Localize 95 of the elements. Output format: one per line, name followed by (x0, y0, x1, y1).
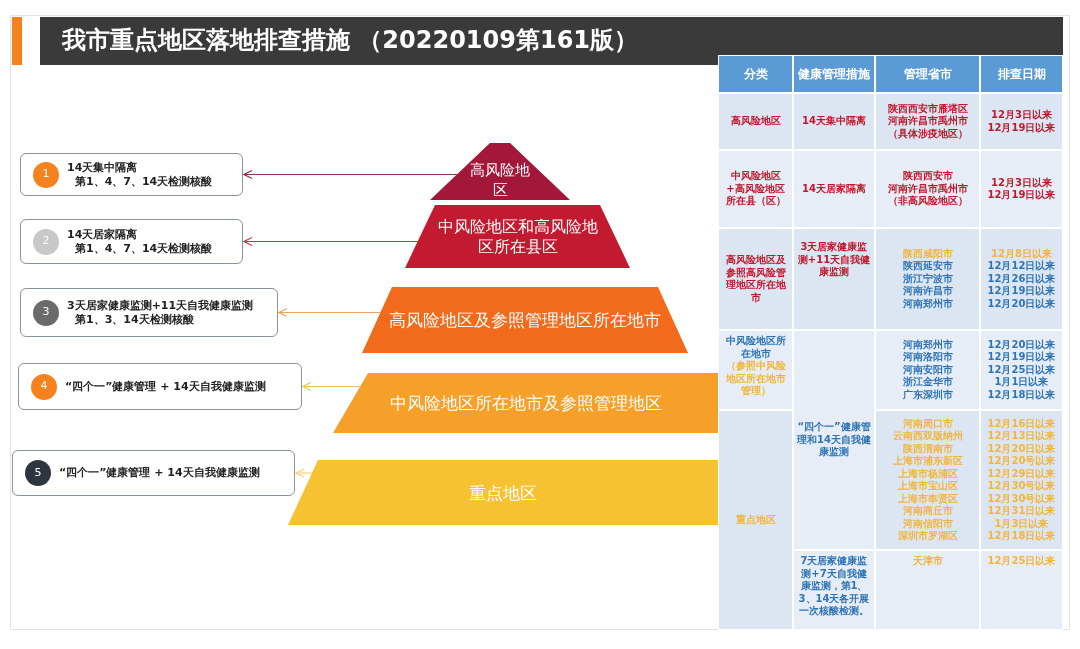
cell-text: 高风险地区及参照高风险管理地区所在地市 (724, 254, 787, 304)
cell-text: 12月19日以来 (987, 121, 1056, 134)
arrow (302, 381, 361, 392)
level-label: 高风险地区 (470, 159, 530, 200)
number-badge: 3 (33, 299, 59, 326)
cell-text: 河南郑州市 (902, 297, 953, 311)
cell-text: 12月20日以来 (987, 442, 1056, 455)
measure-text: 第1、4、7、14天检测核酸 (74, 241, 213, 256)
cell-text: 1月3日以来 (994, 517, 1049, 530)
cell-text: 12月20号以来 (987, 455, 1056, 468)
cell-text: 12月18日以来 (987, 530, 1056, 543)
cell-text: 12月8日以来 (991, 247, 1052, 260)
cell-text: 陕西西安市雁塔区 (887, 102, 968, 115)
cell-text: 12月16日以来 (987, 417, 1056, 430)
cell-text: 1月1日以来 (994, 376, 1049, 389)
cell-text: 河南许昌市禹州市 (887, 115, 968, 128)
measure-text: 第1、4、7、14天检测核酸 (74, 174, 213, 189)
measure-box (20, 288, 278, 337)
cell-text: 12月25日以来 (987, 363, 1056, 376)
measure-box (18, 363, 302, 410)
cell-text: 14天居家隔离 (802, 182, 866, 196)
cell-text: （参照中风险地区所在地市管理） (724, 360, 787, 398)
arrow (278, 307, 381, 318)
level-label: 高风险地区及参照管理地区所在地市 (389, 310, 661, 330)
cell-text: 12月19日以来 (987, 285, 1056, 298)
cell-text: 河南许昌市 (902, 285, 953, 298)
cell-text: 12月19日以来 (987, 189, 1056, 202)
number-badge: 5 (25, 460, 51, 486)
cell-text: 12月12日以来 (987, 260, 1056, 273)
level-label: 中风险地区和高风险地区所在县区 (436, 216, 599, 257)
cell-text: 云南西双版纳州 (892, 430, 963, 443)
header-text: 分类 (743, 66, 768, 82)
cell-text: 陕西渭南市 (902, 442, 953, 455)
cell-text: （非高风险地区） (887, 195, 968, 208)
number-badge: 4 (31, 373, 57, 400)
measure-text: “四个一”健康管理 + 14天自我健康监测 (59, 466, 260, 480)
cell-text: 12月3日以来 (991, 176, 1052, 189)
cell-text: 河南洛阳市 (902, 351, 953, 364)
cell-text: 上海市浦东新区 (892, 455, 963, 468)
cell-text: 12月13日以来 (987, 430, 1056, 443)
cell-text: 陕西延安市 (902, 260, 953, 273)
cell-text: 深圳市罗湖区 (897, 530, 958, 543)
measure-box (20, 219, 243, 264)
header-text: 管理省市 (903, 66, 952, 82)
measure-box (20, 153, 243, 196)
cell-text: “四个一”健康管理和14天自我健康监测 (797, 421, 871, 459)
header-text: 排查日期 (997, 66, 1046, 82)
cell-text: 天津市 (912, 555, 943, 568)
cell-text: 浙江宁波市 (902, 272, 953, 285)
cell-text: 12月19日以来 (987, 351, 1056, 364)
level-label: 重点地区 (469, 482, 537, 503)
cell-text: 中风险地区所在地市 (724, 335, 787, 360)
cell-text: 河南安阳市 (902, 363, 953, 376)
measure-text: 14天集中隔离 (67, 160, 138, 175)
cell-text: 河南周口市 (902, 417, 953, 430)
cell-text: 陕西西安市 (902, 170, 953, 183)
cell-text: 浙江金华市 (902, 376, 953, 389)
cell-text: 12月20日以来 (987, 338, 1056, 351)
cell-text: 12月29日以来 (987, 467, 1056, 480)
title: 我市重点地区落地排查措施 （20220109第161版） (62, 25, 639, 56)
measure-text: “四个一”健康管理 + 14天自我健康监测 (65, 379, 266, 394)
cell-text: 河南许昌市禹州市 (887, 182, 968, 195)
number-badge: 1 (33, 161, 59, 188)
measure-text: 3天居家健康监测+11天自我健康监测 (67, 298, 254, 313)
cell-text: 12月30号以来 (987, 480, 1056, 493)
cell-text: 广东深圳市 (902, 388, 953, 402)
cell-text: 河南郑州市 (902, 338, 953, 351)
cell-text: 上海市杨浦区 (897, 467, 958, 480)
measure-text: 14天居家隔离 (67, 227, 138, 242)
cell-text: 重点地区 (735, 513, 776, 527)
cell-text: 上海市宝山区 (897, 480, 958, 493)
cell-text: 上海市奉贤区 (897, 492, 958, 505)
cell-text: 12月31日以来 (987, 505, 1056, 518)
cell-text: 12月25日以来 (987, 555, 1056, 568)
cell-text: 12月18日以来 (987, 388, 1056, 402)
cell-text: 14天集中隔离 (802, 115, 866, 128)
header-text: 健康管理措施 (798, 66, 870, 82)
cell-text: 河南商丘市 (902, 505, 953, 518)
cell-text: 12月20日以来 (987, 297, 1056, 311)
cell-text: 7天居家健康监测+7天自我健康监测，第1、3、14天各开展一次核酸检测。 (797, 555, 871, 618)
cell-text: 12月3日以来 (991, 109, 1052, 122)
measure-text: 第1、3、14天检测核酸 (74, 312, 194, 327)
cell-text: 3天居家健康监测+11天自我健康监测 (797, 241, 871, 279)
arrow (295, 468, 313, 478)
cell-text: 河南信阳市 (902, 517, 953, 530)
arrow (243, 169, 458, 180)
cell-text: 12月26日以来 (987, 272, 1056, 285)
cell-text: 中风险地区+高风险地区所在县（区） (724, 170, 787, 208)
cell-text: 高风险地区 (730, 115, 781, 128)
cell-text: 陕西咸阳市 (902, 247, 953, 260)
measure-box (12, 450, 295, 496)
arrow (243, 236, 419, 247)
level-label: 中风险地区所在地市及参照管理地区 (389, 393, 662, 413)
cell-text: （具体涉疫地区） (887, 127, 968, 141)
cell-text: 12月30号以来 (987, 492, 1056, 505)
